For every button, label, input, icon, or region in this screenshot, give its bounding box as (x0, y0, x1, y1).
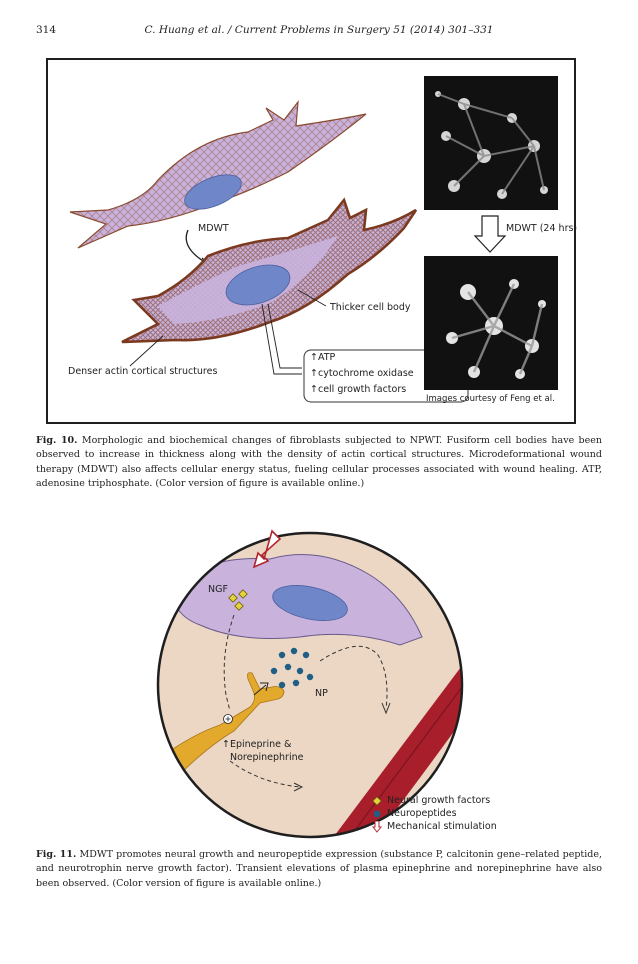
figure-10-caption-text: Morphologic and biochemical changes of f… (36, 435, 602, 489)
label-denser-actin: Denser actin cortical structures (68, 366, 218, 377)
micrograph-after (424, 256, 558, 390)
nucleus-before (184, 174, 242, 210)
fibroblast-before (69, 100, 367, 249)
label-epinephrine: ↑Epineprine & (222, 739, 292, 750)
figure-10: MDWT MDWT (24 hrs) Thicker cell body Den… (46, 58, 578, 424)
label-thicker-cell-body: Thicker cell body (330, 302, 411, 313)
legend-neuropeptides: Neuropeptides (370, 807, 497, 820)
page-number: 314 (36, 24, 57, 36)
figure-11-caption-text: MDWT promotes neural growth and neuropep… (36, 849, 603, 889)
legend-neural-growth-factors: Neural growth factors (370, 794, 497, 807)
label-ngf: NGF (208, 584, 228, 595)
figure-10-caption: Fig. 10. Morphologic and biochemical cha… (36, 434, 602, 491)
figure-11: NGF NP ↑Epineprine & Norepinephrine (150, 525, 530, 843)
label-courtesy: Images courtesy of Feng et al. (426, 394, 555, 404)
label-cox: ↑cytochrome oxidase (310, 368, 414, 379)
mdwt-24h-arrow-icon (473, 215, 507, 253)
figure-10-caption-label: Fig. 10. (36, 435, 78, 446)
label-mdwt-24h: MDWT (24 hrs) (506, 223, 578, 234)
label-atp: ↑ATP (310, 352, 336, 363)
micrograph-before (424, 76, 558, 210)
figure-11-legend: Neural growth factors Neuropeptides Mech… (370, 794, 497, 833)
fibroblast-illustration (69, 100, 507, 403)
label-norepinephrine: Norepinephrine (230, 752, 304, 763)
neural-illustration (156, 529, 464, 839)
label-np: NP (315, 688, 328, 699)
nucleus-after (225, 264, 291, 306)
label-growth-factors: ↑cell growth factors (310, 384, 407, 395)
legend-mechanical-stimulation: Mechanical stimulation (370, 820, 497, 833)
neuropeptide-dots (270, 647, 314, 689)
mechanical-stimulation-arrow-icon (252, 529, 282, 569)
figure-11-caption: Fig. 11. MDWT promotes neural growth and… (36, 848, 602, 891)
label-mdwt: MDWT (198, 223, 229, 234)
ngf-markers (228, 589, 248, 611)
cell-nucleus (272, 585, 348, 621)
legend-arrow-icon (372, 820, 382, 833)
page-header: 314 C. Huang et al. / Current Problems i… (36, 24, 602, 40)
running-title: C. Huang et al. / Current Problems in Su… (144, 24, 494, 36)
figure-11-caption-label: Fig. 11. (36, 849, 77, 860)
blood-vessel (320, 655, 462, 837)
fibroblast-after (121, 197, 418, 344)
neuron-axon (158, 672, 285, 796)
